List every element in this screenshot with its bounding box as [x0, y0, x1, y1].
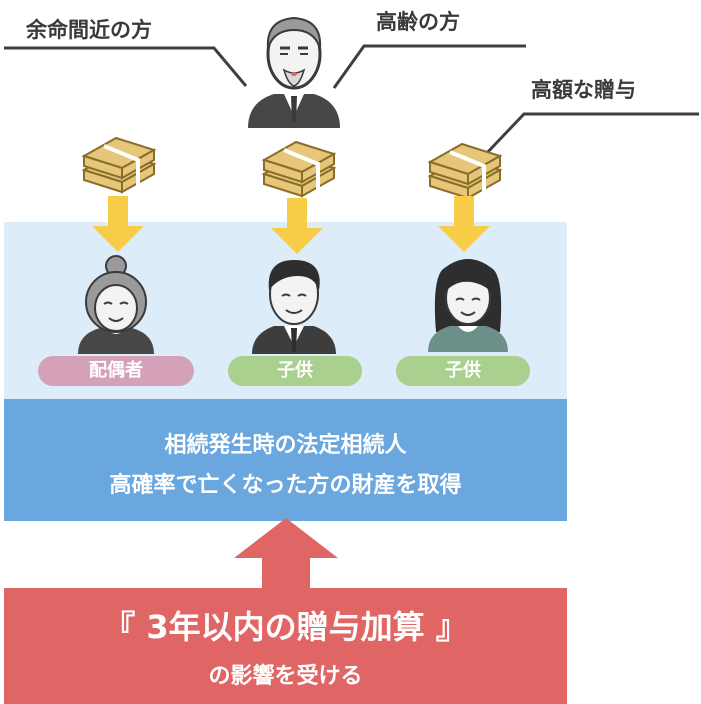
gift-arrow-icon	[271, 198, 323, 254]
heirs-description-line-2: 高確率で亡くなった方の財産を取得	[109, 473, 462, 498]
callout-large-gift: 高額な贈与	[531, 78, 636, 102]
elderly-man-icon	[248, 16, 340, 128]
impact-arrow-icon	[234, 518, 338, 590]
heir-label-spouse: 配偶者	[38, 356, 194, 386]
gift-arrow-icon	[92, 196, 144, 252]
elderly-woman-icon	[78, 255, 154, 354]
heirs-description-line-1: 相続発生時の法定相続人	[164, 433, 407, 458]
rule-subtitle: の影響を受ける	[208, 664, 363, 689]
gift-arrow-icon	[438, 196, 490, 252]
woman-icon	[428, 259, 508, 352]
callout-near-death: 余命間近の方	[26, 18, 152, 42]
heirs-description-panel: 相続発生時の法定相続人 高確率で亡くなった方の財産を取得	[4, 399, 567, 521]
money-stack-icon	[81, 136, 157, 194]
money-stack-icon	[261, 140, 337, 198]
money-stack-icon	[427, 142, 503, 200]
rule-panel: 『 3年以内の贈与加算 』 の影響を受ける	[4, 588, 567, 704]
heir-label-child-1: 子供	[228, 356, 362, 386]
rule-title: 『 3年以内の贈与加算 』	[103, 608, 468, 646]
heir-label-child-2: 子供	[396, 356, 530, 386]
callout-elderly: 高齢の方	[376, 10, 460, 34]
man-icon	[252, 260, 336, 354]
